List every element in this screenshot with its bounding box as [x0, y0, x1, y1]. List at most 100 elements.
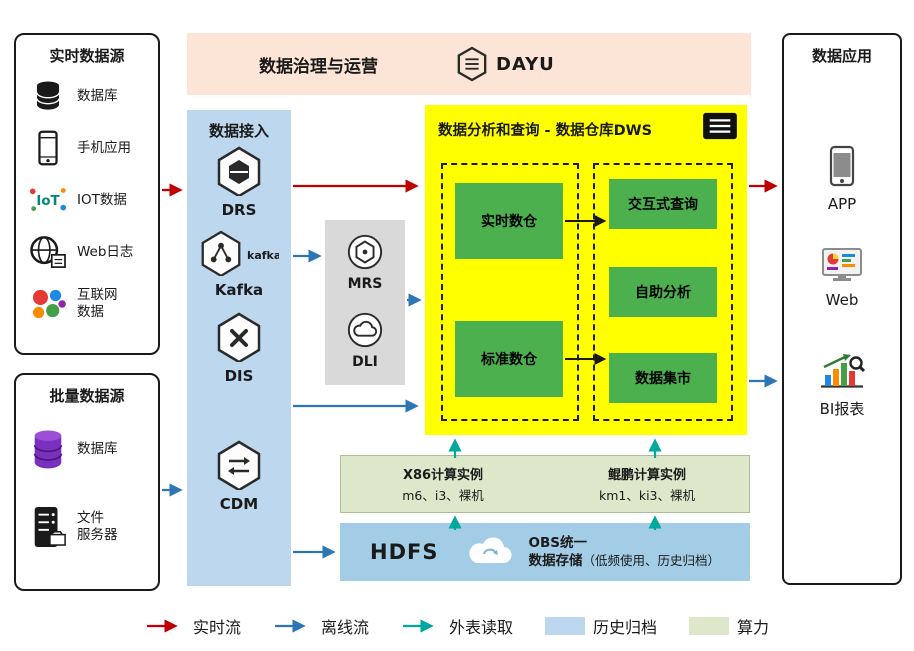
legend-label: 外表读取: [448, 618, 513, 637]
obs-title-line2: 数据存储: [528, 553, 583, 569]
kafka-wordmark-text: kafka: [247, 249, 279, 262]
source-label: 数据库: [77, 87, 118, 104]
applications-panel: 数据应用 APP: [782, 33, 902, 585]
source-item-file-server: 文件 服务器: [16, 488, 158, 566]
mobile-app-icon: [26, 130, 70, 166]
compute-subtitle: m6、i3、裸机: [402, 488, 484, 503]
x86-compute-cell: X86计算实例 m6、i3、裸机: [341, 456, 545, 512]
app-icon: [829, 145, 855, 191]
app-label: Web: [825, 291, 859, 309]
service-label: Kafka: [214, 281, 264, 299]
services-group: [593, 163, 733, 421]
drs-icon: [216, 146, 262, 200]
service-label: MRS: [347, 276, 383, 292]
service-label: DLI: [352, 354, 378, 370]
kunpeng-compute-cell: 鲲鹏计算实例 km1、ki3、裸机: [545, 456, 749, 512]
compute-power-swatch: [689, 617, 730, 635]
source-label: 互联网 数据: [77, 287, 118, 320]
source-label: 手机应用: [77, 139, 131, 156]
dayu-logo-text: DAYU: [496, 53, 555, 75]
dayu-hexagon-icon: [457, 46, 487, 82]
hdfs-label: HDFS: [370, 540, 439, 564]
source-label: IOT数据: [77, 191, 127, 208]
source-item-iot: IoT IOT数据: [16, 174, 158, 226]
legend-item-realtime-flow: 实时流: [145, 614, 241, 638]
data-ingestion-title: 数据接入: [208, 122, 269, 140]
service-item-dli: DLI: [325, 311, 405, 370]
database-icon: [26, 78, 70, 114]
web-app-icon: [821, 248, 863, 287]
legend-item-external-read: 外表读取: [401, 614, 513, 638]
processing-box: MRS DLI: [325, 220, 405, 385]
source-label: 数据库: [77, 440, 118, 457]
service-label: CDM: [219, 495, 259, 513]
history-archive-swatch: [545, 617, 585, 635]
data-ingestion-column: 数据接入 DRS: [187, 110, 291, 586]
legend-label: 实时流: [192, 618, 241, 637]
service-item-mrs: MRS: [325, 233, 405, 292]
source-item-database: 数据库: [16, 70, 158, 122]
governance-banner: 数据治理与运营 DAYU: [187, 33, 751, 95]
app-label: APP: [827, 195, 857, 213]
file-server-icon: [26, 505, 70, 549]
service-item-dis: DIS: [187, 312, 291, 385]
dli-icon: [346, 312, 384, 353]
obs-note: （低频使用、历史归档）: [582, 553, 720, 568]
realtime-sources-panel: 实时数据源 数据库 手机应用: [14, 33, 160, 355]
service-label: DIS: [224, 367, 254, 385]
warehouse-group: [441, 163, 579, 421]
dws-warehouse-box: 数据分析和查询 - 数据仓库DWS 实时数仓 标准数仓 交互式查询 自助分析 数…: [425, 105, 747, 435]
standard-warehouse-box: 标准数仓: [455, 321, 563, 397]
iot-icon: IoT: [26, 185, 70, 215]
batch-sources-panel: 批量数据源 数据库: [14, 373, 160, 591]
compute-title: X86计算实例: [402, 468, 484, 483]
obs-title-line1: OBS统一: [528, 534, 587, 551]
applications-title: 数据应用: [811, 47, 872, 65]
dws-title: 数据分析和查询 - 数据仓库DWS: [438, 123, 653, 139]
legend-label: 历史归档: [593, 618, 658, 637]
realtime-flow-arrow-icon: [146, 619, 178, 633]
service-label: DRS: [221, 201, 257, 219]
legend-item-offline-flow: 离线流: [273, 614, 369, 638]
compute-subtitle: km1、ki3、裸机: [598, 488, 696, 503]
app-item-bi-report: BI报表: [784, 352, 900, 419]
iot-icon-text: IoT: [36, 194, 60, 209]
realtime-sources-title: 实时数据源: [49, 47, 125, 65]
legend-label: 离线流: [320, 618, 369, 637]
source-label: 文件 服务器: [77, 510, 118, 543]
self-service-analysis-box: 自助分析: [609, 267, 717, 317]
kafka-icon: [200, 230, 242, 280]
source-item-weblog: Web日志: [16, 226, 158, 278]
legend: 实时流 离线流 外表读取 历史归档 算力: [0, 614, 914, 638]
mrs-icon: [346, 234, 384, 275]
compute-title: 鲲鹏计算实例: [607, 468, 686, 483]
offline-flow-arrow-icon: [274, 619, 306, 633]
legend-label: 算力: [737, 618, 770, 637]
compute-instances-box: X86计算实例 m6、i3、裸机 鲲鹏计算实例 km1、ki3、裸机: [340, 455, 750, 513]
source-item-batch-database: 数据库: [16, 410, 158, 488]
external-read-arrow-icon: [402, 619, 434, 633]
data-mart-box: 数据集市: [609, 353, 717, 403]
dayu-logo: DAYU: [456, 46, 555, 82]
interactive-query-box: 交互式查询: [609, 179, 717, 229]
legend-item-history-archive: 历史归档: [545, 614, 657, 638]
source-label: Web日志: [77, 243, 134, 260]
bi-report-icon: [819, 354, 866, 394]
source-item-mobile: 手机应用: [16, 122, 158, 174]
kafka-wordmark: kafka: [247, 249, 279, 262]
batch-sources-title: 批量数据源: [49, 387, 125, 405]
cdm-icon: [216, 440, 262, 494]
banner-title: 数据治理与运营: [259, 56, 378, 77]
storage-box: HDFS OBS统一 数据存储（低频使用、历史归档）: [340, 523, 750, 581]
app-item-mobile: APP: [784, 145, 900, 213]
database-purple-icon: [26, 427, 70, 471]
web-log-icon: [26, 235, 70, 269]
realtime-warehouse-box: 实时数仓: [455, 183, 563, 259]
service-item-kafka: kafka Kafka: [187, 230, 291, 299]
app-item-web: Web: [784, 247, 900, 309]
service-item-cdm: CDM: [187, 440, 291, 513]
app-label: BI报表: [819, 400, 865, 418]
dws-document-icon: [701, 111, 739, 145]
dis-icon: [216, 312, 262, 366]
